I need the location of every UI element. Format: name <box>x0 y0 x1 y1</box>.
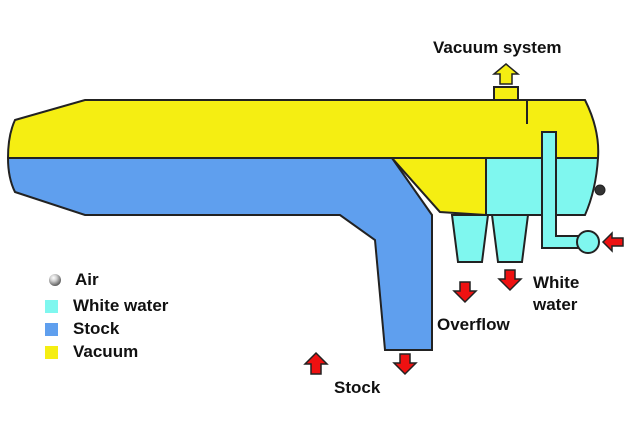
legend-item-air: Air <box>45 270 99 290</box>
arrow-left-icon <box>601 231 624 253</box>
legend-item-stock: Stock <box>45 319 119 339</box>
inlet-header <box>576 230 600 254</box>
label-white-water-line2: water <box>533 295 578 314</box>
air-ball-icon <box>594 184 606 196</box>
legend-swatch-white-water <box>45 299 58 313</box>
legend-label: Stock <box>73 319 120 338</box>
air-ball-icon <box>49 274 61 286</box>
label-overflow: Overflow <box>437 315 510 334</box>
white-water-funnel <box>490 214 530 263</box>
label-vacuum-system: Vacuum system <box>433 38 562 57</box>
legend-item-white-water: White water <box>45 296 168 316</box>
label-white-water-line1: White <box>533 273 580 292</box>
legend-swatch-stock <box>45 322 58 336</box>
arrow-up-icon <box>491 63 521 85</box>
stock-region <box>6 157 433 351</box>
label-stock-outlet: Stock <box>334 378 381 397</box>
legend-item-vacuum: Vacuum <box>45 342 138 362</box>
arrow-down-icon <box>497 269 523 292</box>
legend-label: Air <box>75 270 99 289</box>
legend-label: Vacuum <box>73 342 139 361</box>
tank-vacuum-body <box>6 99 600 159</box>
arrow-down-icon <box>392 353 418 376</box>
overflow-funnel <box>450 214 490 263</box>
vacuum-nozzle <box>493 86 519 101</box>
arrow-up-icon <box>303 351 329 375</box>
legend-swatch-vacuum <box>45 345 58 359</box>
arrow-down-icon <box>452 281 478 304</box>
legend-label: White water <box>73 296 169 315</box>
